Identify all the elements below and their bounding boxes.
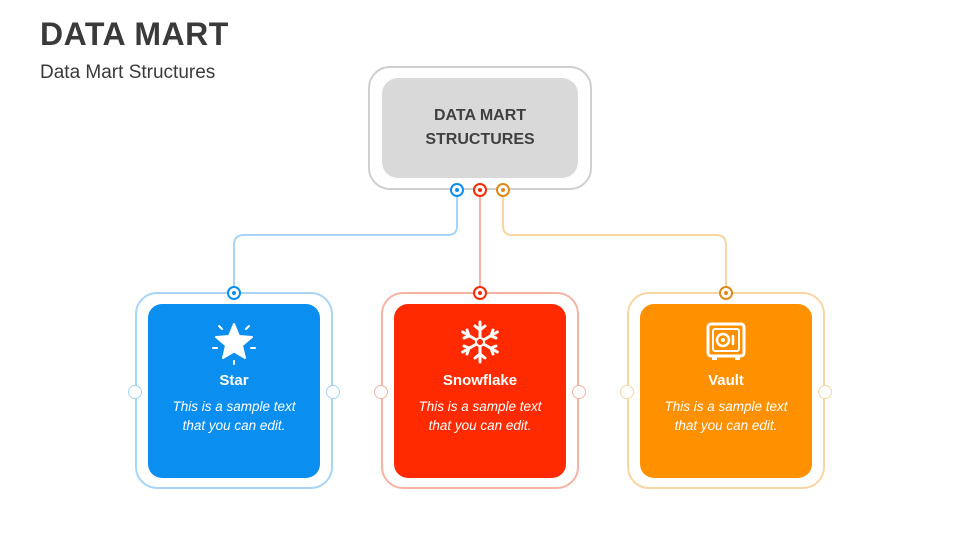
connector-star — [233, 197, 458, 286]
card-vault-text: This is a sample text that you can edit. — [664, 399, 788, 433]
card-snowflake-right-dot — [572, 385, 586, 399]
page-title: DATA MART — [40, 16, 229, 52]
connector-vault — [502, 197, 727, 286]
card-vault-top-dot — [719, 286, 733, 300]
root-dot-vault — [496, 183, 510, 197]
root-dot-snowflake — [473, 183, 487, 197]
root-dot-star — [450, 183, 464, 197]
card-snowflake-top-dot — [473, 286, 487, 300]
card-snowflake-label: Snowflake — [442, 372, 518, 389]
card-vault-label: Vault — [708, 372, 744, 389]
page-subtitle: Data Mart Structures — [40, 62, 216, 83]
card-snowflake-left-dot — [374, 385, 388, 399]
root-node-line1: DATA MART — [433, 107, 527, 124]
card-star-text: This is a sample text that you can edit. — [172, 399, 296, 433]
card-vault: Vault This is a sample text that you can… — [640, 304, 812, 478]
card-star-right-dot — [326, 385, 340, 399]
root-node-line2: STRUCTURES — [425, 131, 535, 148]
card-star-label: Star — [219, 372, 249, 389]
card-vault-left-dot — [620, 385, 634, 399]
card-star-top-dot — [227, 286, 241, 300]
card-star-left-dot — [128, 385, 142, 399]
root-node: DATA MART STRUCTURES — [382, 78, 578, 178]
card-star: Star This is a sample text that you can … — [148, 304, 320, 478]
star-icon — [212, 323, 256, 365]
snowflake-icon — [461, 320, 499, 364]
card-snowflake: Snowflake This is a sample text that you… — [394, 304, 566, 478]
card-vault-right-dot — [818, 385, 832, 399]
vault-icon — [706, 322, 746, 360]
card-snowflake-text: This is a sample text that you can edit. — [418, 399, 542, 433]
